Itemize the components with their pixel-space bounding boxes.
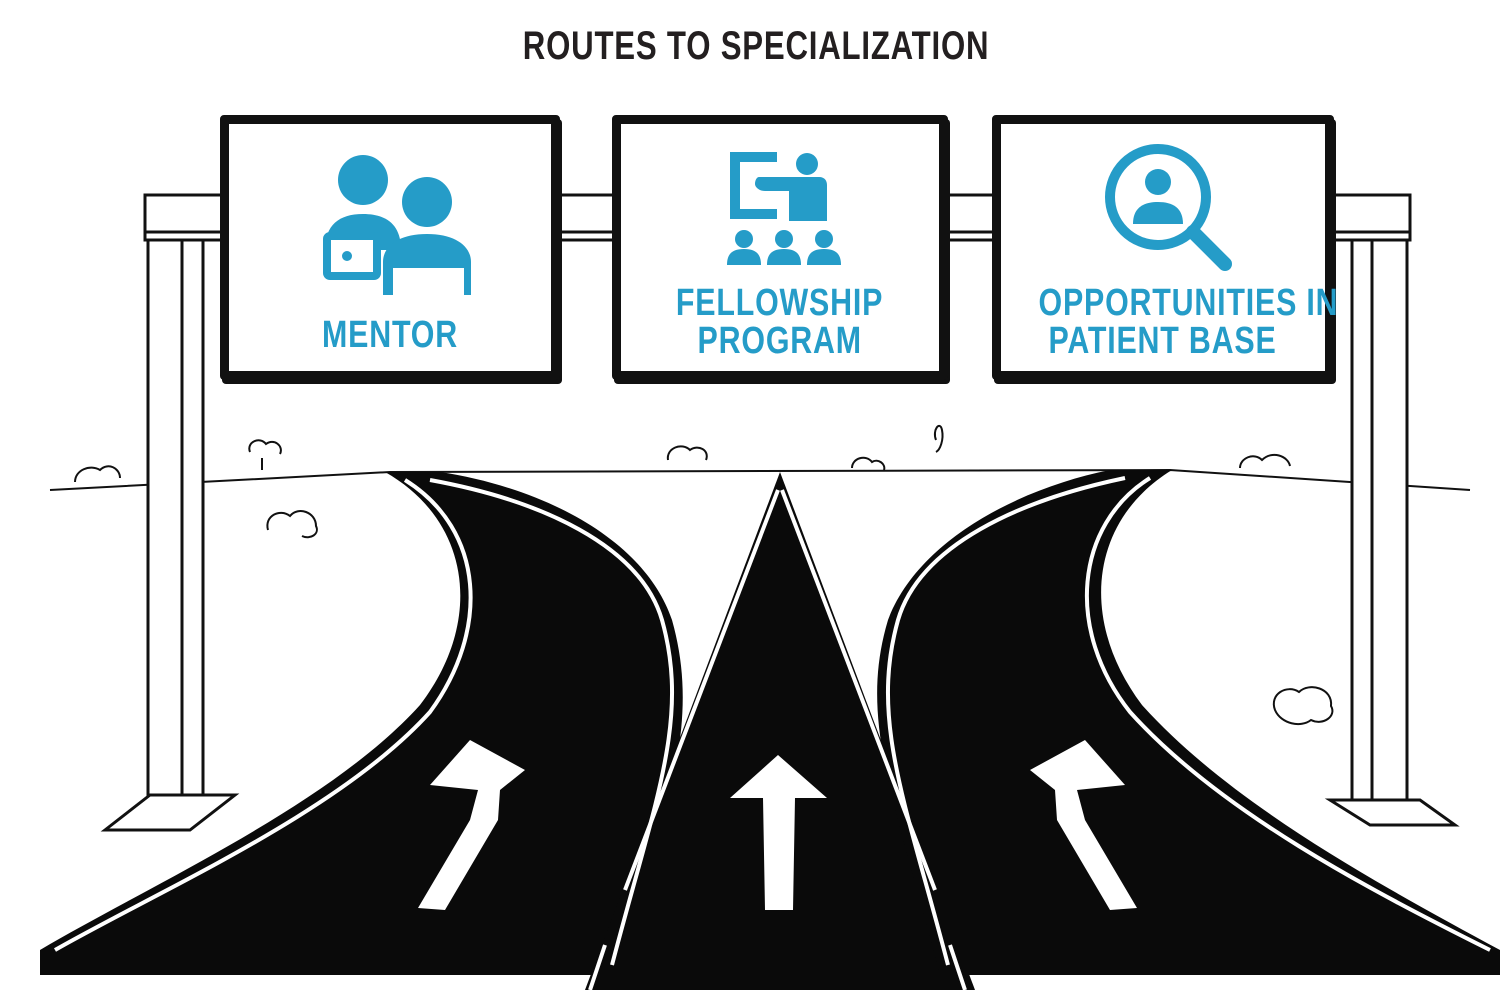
sign-patient-base: OPPORTUNITIES IN PATIENT BASE — [992, 115, 1339, 380]
center-arrow-icon — [730, 755, 827, 910]
sign-label-patient-base: PATIENT BASE — [1048, 320, 1278, 362]
sign-fellowship-program: FELLOWSHIP PROGRAM — [612, 115, 948, 380]
sign-label-mentor: MENTOR — [322, 314, 458, 356]
page-title: ROUTES TO SPECIALIZATION — [522, 24, 990, 68]
left-arrow-icon — [418, 740, 525, 910]
sign-label-fellowship: FELLOWSHIP — [676, 282, 884, 324]
sign-label-program: PROGRAM — [697, 320, 863, 362]
direction-arrows — [418, 740, 1137, 910]
mentor-icon — [323, 155, 471, 295]
road-edge-lines — [54, 476, 1491, 991]
presentation-icon — [727, 152, 841, 265]
right-road — [877, 470, 1500, 975]
search-person-icon — [1105, 144, 1232, 271]
horizon-line — [49, 468, 1471, 491]
sign-mentor: MENTOR — [220, 115, 560, 380]
right-arrow-icon — [1030, 740, 1137, 910]
left-road — [40, 472, 683, 975]
center-road — [585, 472, 975, 990]
roads — [40, 470, 1500, 990]
bushes — [74, 424, 1334, 726]
sign-label-opportunities: OPPORTUNITIES IN — [1038, 282, 1339, 324]
